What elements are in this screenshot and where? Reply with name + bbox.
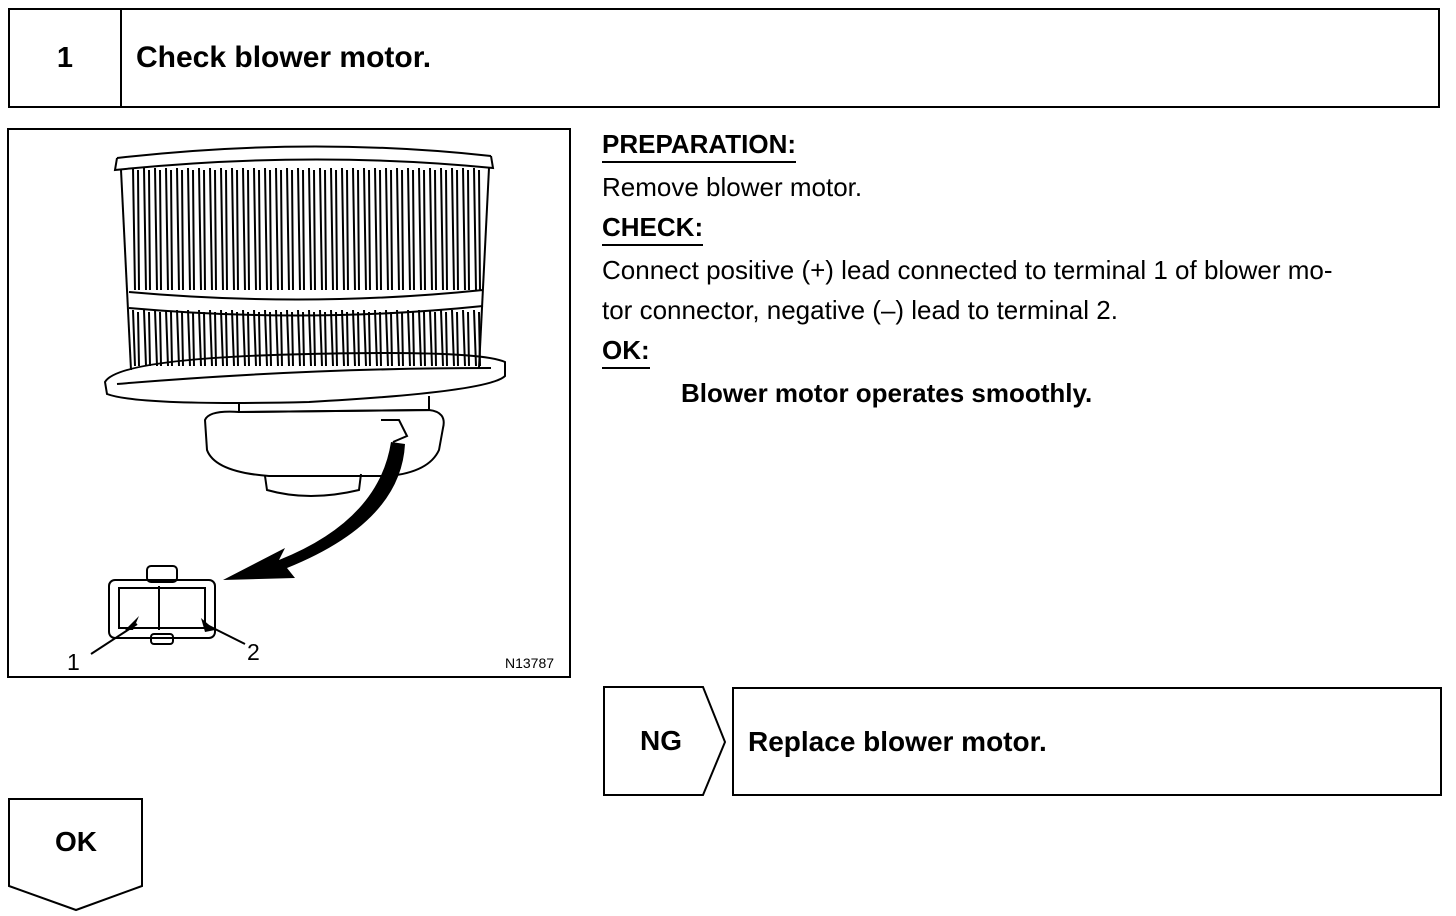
ng-label: NG xyxy=(640,725,682,756)
fan-vane xyxy=(264,309,272,367)
blower-motor-illustration: 1 2 N13787 xyxy=(7,128,571,678)
blower-motor-drawing: 1 2 N13787 xyxy=(67,145,554,675)
fan-vane xyxy=(165,167,173,291)
fan-vane xyxy=(143,309,151,367)
fan-vane xyxy=(176,167,184,291)
fan-vane xyxy=(429,309,437,367)
fan-vane xyxy=(385,167,393,291)
fan-vane xyxy=(429,167,437,291)
fan-vane xyxy=(154,167,162,291)
fan-vane xyxy=(253,167,261,291)
fan-vane xyxy=(308,309,316,367)
ok-label: OK xyxy=(55,826,97,857)
fan-vane xyxy=(341,167,349,291)
check-text-line2: tor connector, negative (–) lead to term… xyxy=(602,295,1118,325)
step-title: Check blower motor. xyxy=(136,41,432,74)
fan-vane xyxy=(286,309,294,367)
fan-vane xyxy=(154,309,162,367)
ok-condition: Blower motor operates smoothly. xyxy=(681,378,1093,408)
fan-vane xyxy=(374,167,382,291)
fan-vane xyxy=(165,309,173,367)
fan-vane xyxy=(275,309,283,367)
fan-vane xyxy=(297,167,305,291)
fan-vane xyxy=(198,167,206,291)
fan-vane xyxy=(451,309,459,367)
fan-vane xyxy=(407,167,415,291)
fan-vane xyxy=(220,167,228,291)
fan-vane xyxy=(308,167,316,291)
fan-vane xyxy=(176,309,184,367)
fan-vane xyxy=(462,167,470,291)
fan-vane xyxy=(264,167,272,291)
preparation-heading: PREPARATION: xyxy=(602,127,797,163)
instructions: PREPARATION: Remove blower motor. CHECK:… xyxy=(602,124,1442,413)
fan-vane xyxy=(462,309,470,367)
fan-vane xyxy=(396,167,404,291)
fan-vane xyxy=(132,309,140,367)
preparation-text: Remove blower motor. xyxy=(602,172,863,202)
fan-vane xyxy=(396,309,404,367)
check-heading: CHECK: xyxy=(602,210,704,246)
step-number: 1 xyxy=(10,10,122,106)
fan-vane xyxy=(352,167,360,291)
fan-vane xyxy=(275,167,283,291)
fan-vane xyxy=(319,167,327,291)
fan-vane xyxy=(385,309,393,367)
step-header: 1 Check blower motor. xyxy=(8,8,1440,108)
fan-vane xyxy=(187,309,195,367)
ng-arrow-shape xyxy=(603,686,727,796)
fan-vane xyxy=(209,309,217,367)
terminal-1-label: 1 xyxy=(67,649,80,675)
ok-arrow-shape xyxy=(8,798,143,912)
fan-vane xyxy=(341,309,349,367)
fan-vane xyxy=(319,309,327,367)
fan-vane xyxy=(473,167,481,291)
fan-vane xyxy=(209,167,217,291)
fan-vane xyxy=(231,167,239,291)
fan-vane xyxy=(407,309,415,367)
ng-action-box: Replace blower motor. xyxy=(732,687,1442,796)
fan-vane xyxy=(143,167,151,291)
fan-vane xyxy=(440,309,448,367)
fan-vane xyxy=(440,167,448,291)
terminal-2-label: 2 xyxy=(247,639,260,665)
fan-vane xyxy=(330,167,338,291)
fan-vane xyxy=(231,309,239,367)
fan-vane xyxy=(374,309,382,367)
fan-vane xyxy=(352,309,360,367)
fan-vane xyxy=(242,309,250,367)
fan-vane xyxy=(418,167,426,291)
fan-vane xyxy=(198,309,206,367)
fan-vane xyxy=(242,167,250,291)
fan-vane xyxy=(297,309,305,367)
fan-vane xyxy=(363,167,371,291)
fan-vane xyxy=(132,167,140,291)
fan-vane xyxy=(418,309,426,367)
fan-vane xyxy=(473,309,481,367)
fan-vane xyxy=(286,167,294,291)
fan-vane xyxy=(330,309,338,367)
fan-vane xyxy=(187,167,195,291)
check-text-line1: Connect positive (+) lead connected to t… xyxy=(602,255,1333,285)
ok-heading: OK: xyxy=(602,333,650,369)
fan-vane xyxy=(363,309,371,367)
figure-code: N13787 xyxy=(505,655,554,671)
fan-vane xyxy=(253,309,261,367)
fan-vane xyxy=(451,167,459,291)
fan-vane xyxy=(220,309,228,367)
